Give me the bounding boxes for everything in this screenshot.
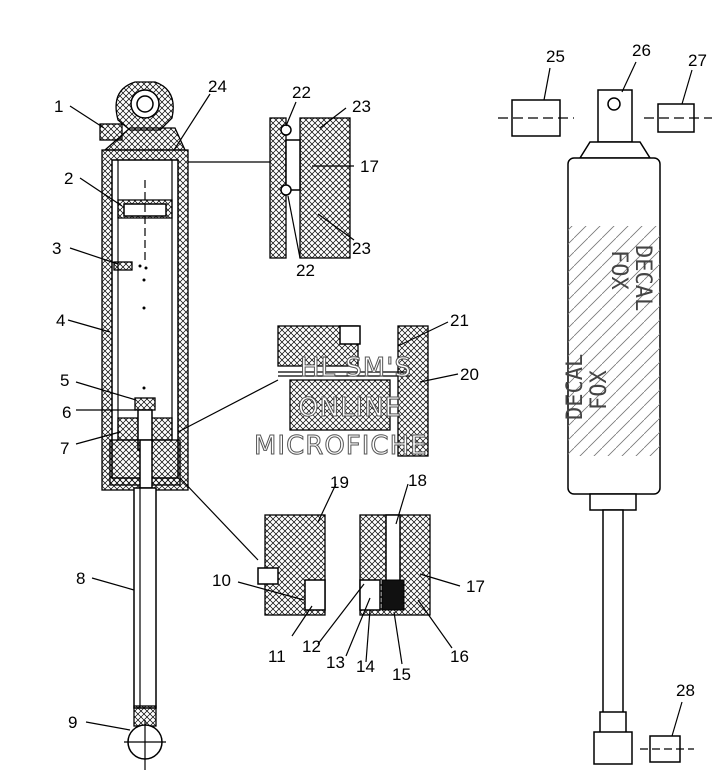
decal-text: FOX	[587, 370, 612, 410]
callout-13: 13	[326, 653, 345, 672]
detail-piston	[177, 325, 429, 457]
watermark-line-2: ONLINE	[298, 393, 402, 423]
watermark-line-3: MICROFICHE	[254, 431, 428, 461]
watermark-line-1: HL SM'S	[300, 353, 412, 383]
callout-23-bottom: 23	[352, 239, 371, 258]
callout-9: 9	[68, 713, 77, 732]
callout-5: 5	[60, 371, 69, 390]
decal-text: DECAL	[563, 354, 588, 420]
callout-22-top: 22	[292, 83, 311, 102]
callout-14: 14	[356, 657, 375, 676]
callout-19: 19	[330, 473, 349, 492]
callout-25: 25	[546, 47, 565, 66]
callout-1: 1	[54, 97, 63, 116]
callout-18: 18	[408, 471, 427, 490]
decal-text: DECAL	[630, 245, 655, 311]
callout-11: 11	[268, 647, 286, 666]
callout-labels: 1 2 3 4 5 6 7 8 9 10 11 12 13 14 15 16 1…	[52, 41, 707, 732]
callout-26: 26	[632, 41, 651, 60]
callout-8: 8	[76, 569, 85, 588]
callout-21: 21	[450, 311, 469, 330]
fox-decal: FOX DECAL FOX DECAL	[563, 245, 655, 420]
callout-7: 7	[60, 439, 69, 458]
decal-text: FOX	[606, 250, 631, 290]
callout-4: 4	[56, 311, 65, 330]
callout-16: 16	[450, 647, 469, 666]
callout-22-bottom: 22	[296, 261, 315, 280]
leader-lines	[67, 61, 693, 737]
callout-6: 6	[62, 403, 71, 422]
callout-20: 20	[460, 365, 479, 384]
callout-15: 15	[392, 665, 411, 684]
callout-27: 27	[688, 51, 707, 70]
detail-top-seal	[188, 117, 351, 259]
callout-23-top: 23	[352, 97, 371, 116]
callout-17-bottom: 17	[466, 577, 485, 596]
callout-17-top: 17	[360, 157, 379, 176]
callout-12: 12	[302, 637, 321, 656]
detail-seal-head	[179, 477, 431, 616]
shock-exterior-view	[498, 89, 712, 765]
callout-3: 3	[52, 239, 61, 258]
watermark: HL SM'S ONLINE MICROFICHE	[254, 353, 428, 462]
callout-10: 10	[212, 571, 231, 590]
callout-24: 24	[208, 77, 227, 96]
callout-28: 28	[676, 681, 695, 700]
shock-cross-section	[99, 81, 189, 770]
callout-2: 2	[64, 169, 73, 188]
